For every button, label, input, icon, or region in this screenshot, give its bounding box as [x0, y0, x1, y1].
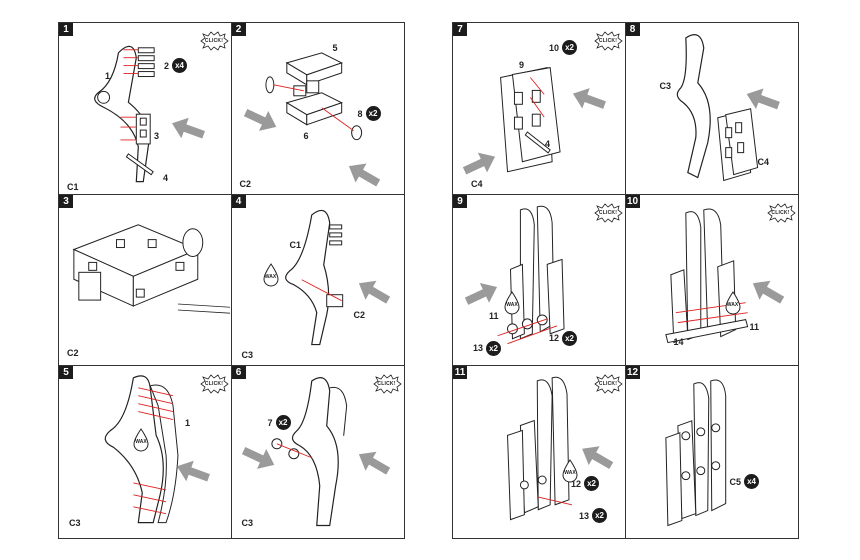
component-label: C2 — [67, 347, 79, 358]
step-number: 9 — [453, 194, 467, 208]
part-label: 6 — [303, 131, 309, 141]
component-label: C4 — [757, 157, 770, 167]
step-number: 4 — [231, 194, 246, 208]
quantity-callout: 13 x2 — [473, 340, 502, 356]
click-burst-icon: CLICK! — [593, 374, 623, 394]
step-illustration — [459, 67, 609, 181]
quantity-bubble: x4 — [172, 58, 188, 73]
part-number: 13 — [579, 510, 590, 521]
wax-drop-icon: WAX — [561, 459, 579, 483]
part-number: 2 — [164, 60, 170, 71]
step-panel-2: 2 5 6 C2 8 x2 — [231, 23, 404, 195]
part-number: 10 — [549, 42, 560, 53]
click-burst-icon: CLICK! — [593, 31, 623, 51]
part-number: 12 — [571, 478, 582, 489]
step-panel-4: 4 C1 C2 C3 WAX — [231, 194, 404, 367]
component-label: C1 — [67, 182, 79, 192]
quantity-callout: 12 x2 — [571, 476, 600, 492]
component-label: C1 — [289, 239, 302, 250]
step-number: 12 — [625, 366, 640, 380]
step-number: 1 — [59, 23, 73, 36]
step-panel-6: 6 7 x2 C3 CLICK! — [231, 366, 405, 538]
quantity-callout: 2 x4 — [164, 58, 188, 73]
part-number: 12 — [549, 333, 560, 344]
part-number: 13 — [473, 343, 484, 354]
step-number: 6 — [231, 366, 246, 380]
part-label: 9 — [519, 60, 525, 70]
component-label: C3 — [659, 81, 672, 91]
quantity-bubble: x2 — [592, 508, 608, 524]
quantity-bubble: x4 — [744, 474, 760, 490]
quantity-callout: 10 x2 — [549, 40, 578, 55]
part-number: 8 — [357, 108, 363, 119]
component-label: C3 — [241, 349, 254, 360]
step-illustration — [461, 205, 565, 344]
quantity-callout: 13 x2 — [579, 508, 608, 524]
step-illustration — [240, 52, 384, 193]
step-number: 5 — [59, 366, 73, 380]
step-illustration — [238, 377, 394, 527]
quantity-bubble: x2 — [562, 40, 578, 55]
step-illustration — [104, 375, 213, 524]
step-number: 3 — [59, 194, 73, 208]
component-label: C4 — [471, 179, 483, 189]
part-number: 7 — [267, 417, 273, 428]
quantity-callout: 12 x2 — [549, 330, 578, 346]
step-panel-12: 12 C5 x4 — [625, 366, 799, 538]
quantity-bubble: x2 — [562, 330, 578, 346]
click-burst-icon: CLICK! — [372, 374, 402, 394]
step-illustration — [94, 45, 208, 183]
step-illustration — [664, 208, 788, 343]
part-label: 4 — [545, 139, 551, 149]
wax-drop-icon: WAX — [503, 291, 521, 315]
step-panel-11: 11 WAX 12 x2 13 x2 C — [453, 366, 626, 538]
step-illustration — [507, 377, 617, 521]
component-label: C3 — [69, 518, 81, 529]
component-label: C2 — [353, 309, 366, 320]
step-panel-3: 3 C2 — [59, 194, 232, 367]
part-label: 3 — [154, 131, 160, 141]
part-label: 1 — [185, 418, 191, 429]
quantity-bubble: x2 — [584, 476, 600, 492]
step-panel-8: 8 C3 C4 — [625, 23, 798, 195]
step-panel-9: 9 WAX 11 13 x2 12 x2 — [453, 194, 626, 367]
step-number: 8 — [625, 23, 640, 36]
step-illustration — [664, 379, 726, 527]
wax-drop-icon: WAX — [262, 263, 280, 287]
click-burst-icon: CLICK! — [199, 374, 229, 394]
step-illustration — [284, 209, 394, 345]
step-number: 11 — [453, 366, 467, 380]
wax-drop-icon: WAX — [724, 291, 742, 315]
part-label: 11 — [489, 310, 499, 321]
part-label: 4 — [163, 173, 169, 183]
component-label: C3 — [241, 518, 254, 529]
quantity-callout: C5 x4 — [729, 474, 760, 490]
step-panel-1: 1 1 3 4 C1 — [59, 23, 232, 195]
step-panel-7: 7 10 x2 9 4 C4 CLICK! — [453, 23, 626, 195]
quantity-bubble: x2 — [365, 106, 381, 121]
part-label: 1 — [105, 71, 111, 81]
quantity-callout: 7 x2 — [267, 415, 291, 431]
right-instruction-sheet: 7 10 x2 9 4 C4 CLICK! — [452, 22, 799, 539]
component-label: C2 — [239, 179, 252, 189]
quantity-bubble: x2 — [275, 415, 291, 431]
quantity-bubble: x2 — [486, 340, 502, 356]
part-label: 11 — [749, 321, 760, 332]
step-illustration — [72, 223, 231, 314]
quantity-callout: 8 x2 — [358, 106, 381, 121]
step-number: 2 — [231, 23, 246, 36]
wax-drop-icon: WAX — [132, 428, 150, 452]
step-number: 7 — [453, 23, 467, 36]
part-label: 14 — [673, 336, 684, 347]
step-illustration — [676, 34, 782, 182]
step-panel-10: 10 WAX 11 14 CLICK! — [625, 194, 798, 367]
left-instruction-sheet: 1 1 3 4 C1 — [58, 22, 405, 539]
click-burst-icon: CLICK! — [593, 203, 623, 223]
click-burst-icon: CLICK! — [199, 31, 229, 51]
click-burst-icon: CLICK! — [766, 203, 796, 223]
step-panel-5: 5 1 C3 WAX CLICK! — [59, 366, 232, 538]
part-number: C5 — [729, 476, 742, 487]
part-label: 5 — [332, 43, 338, 53]
step-number: 10 — [625, 194, 640, 208]
